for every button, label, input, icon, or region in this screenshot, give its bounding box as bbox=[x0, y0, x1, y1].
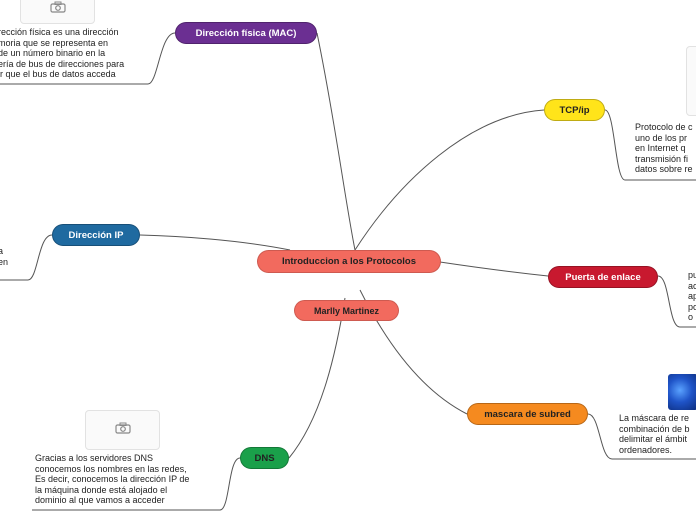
subnet-image-thumbnail bbox=[668, 374, 696, 410]
branch-tcpip[interactable]: TCP/ip bbox=[544, 99, 605, 121]
central-topic[interactable]: Introduccion a los Protocolos bbox=[257, 250, 441, 273]
link-ip bbox=[140, 235, 290, 250]
link-dns bbox=[289, 298, 345, 458]
tcpip-image-box bbox=[686, 46, 696, 116]
branch-subnet[interactable]: mascara de subred bbox=[467, 403, 588, 425]
mac-note: rección física es una dirección moria qu… bbox=[0, 27, 143, 80]
branch-gateway[interactable]: Puerta de enlace bbox=[548, 266, 658, 288]
gateway-note: pu ac ap po o bbox=[688, 270, 696, 323]
camera-icon bbox=[50, 0, 66, 18]
branch-mac[interactable]: Dirección física (MAC) bbox=[175, 22, 317, 44]
dns-note: Gracias a los servidores DNS conocemos l… bbox=[35, 453, 225, 506]
ip-note: a en bbox=[0, 246, 28, 267]
branch-ip[interactable]: Dirección IP bbox=[52, 224, 140, 246]
link-tcpip bbox=[355, 110, 544, 250]
author-node[interactable]: Marlly Martinez bbox=[294, 300, 399, 321]
mac-image-box bbox=[20, 0, 95, 24]
subnet-note: La máscara de re combinación de b delimi… bbox=[619, 413, 696, 455]
branch-dns[interactable]: DNS bbox=[240, 447, 289, 469]
dns-image-box bbox=[85, 410, 160, 450]
tcpip-note: Protocolo de c uno de los pr en Internet… bbox=[635, 122, 696, 175]
link-gateway bbox=[440, 262, 548, 276]
camera-icon bbox=[115, 421, 131, 439]
link-mac bbox=[317, 33, 355, 250]
